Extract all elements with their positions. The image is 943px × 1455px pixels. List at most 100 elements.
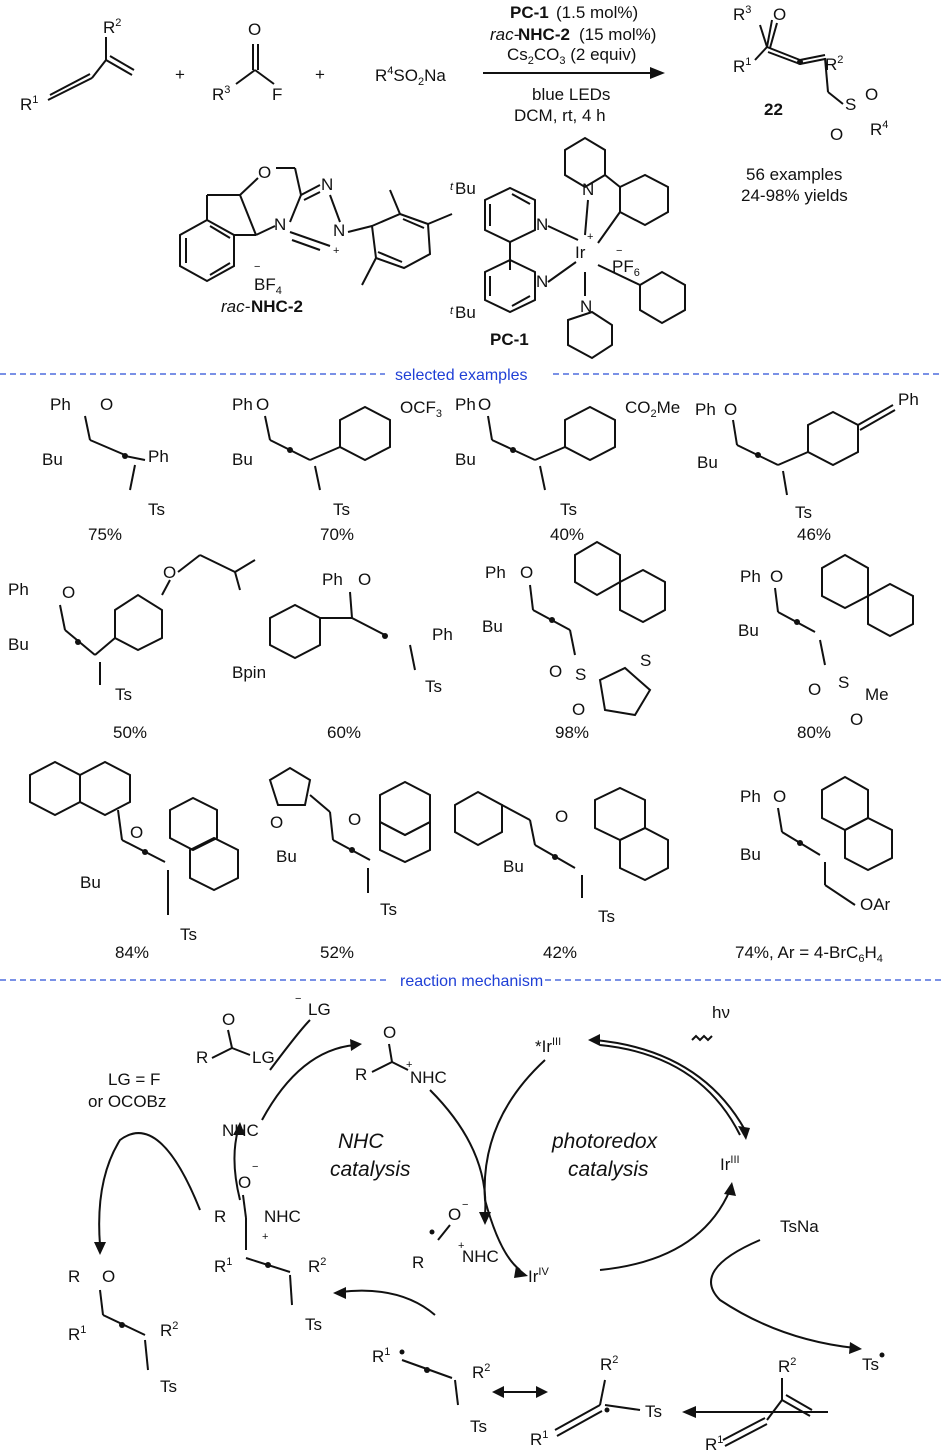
svg-text:Ts: Ts	[305, 1315, 322, 1334]
svg-text:O: O	[258, 163, 271, 182]
svg-text:Ph: Ph	[455, 395, 476, 414]
example-yield-7: 98%	[555, 723, 589, 742]
svg-text:+: +	[587, 231, 593, 243]
svg-text:O: O	[478, 395, 491, 414]
example-yield-3: 40%	[550, 525, 584, 544]
svg-text:t: t	[450, 181, 454, 193]
svg-text:N: N	[582, 180, 594, 199]
svg-text:O: O	[102, 1267, 115, 1286]
example-yield-4: 46%	[797, 525, 831, 544]
enyne-substrate-mechanism: R2 R1	[705, 1356, 813, 1454]
example-yield-1: 75%	[88, 525, 122, 544]
svg-text:Ts: Ts	[333, 500, 350, 519]
svg-text:−: −	[462, 1199, 468, 1211]
svg-text:R: R	[412, 1253, 424, 1272]
yield-range: 24-98% yields	[741, 186, 848, 205]
excited-iridium: *IrIII	[535, 1036, 561, 1056]
svg-text:Bu: Bu	[455, 450, 476, 469]
svg-text:Bpin: Bpin	[232, 663, 266, 682]
minus-charge: −	[295, 993, 301, 1005]
svg-text:t: t	[450, 305, 454, 317]
svg-text:R4: R4	[870, 119, 888, 139]
svg-text:Ts: Ts	[380, 900, 397, 919]
reaction-conditions: PC-1 (1.5 mol%) rac- NHC-2 (15 mol%) Cs2…	[490, 3, 656, 125]
ketyl-radical-intermediate: O − R + NHC	[412, 1199, 499, 1272]
svg-text:O: O	[448, 1205, 461, 1224]
svg-text:S: S	[640, 651, 651, 670]
nhc-cycle-label-1: NHC	[338, 1130, 384, 1153]
svg-text:O: O	[572, 700, 585, 719]
svg-text:O: O	[238, 1173, 251, 1192]
svg-text:Bu: Bu	[503, 857, 524, 876]
svg-text:−: −	[616, 245, 622, 257]
example-yield-8: 80%	[797, 723, 831, 742]
svg-text:Ts: Ts	[148, 500, 165, 519]
svg-text:O: O	[520, 563, 533, 582]
nhc-2-label: NHC-2	[251, 297, 303, 316]
examples-count: 56 examples	[746, 165, 842, 184]
svg-text:Ph: Ph	[485, 563, 506, 582]
pc-1-catalyst-structure: t Bu N N t Bu Ir + N N − PF6 PC-1	[450, 136, 686, 360]
svg-text:O: O	[549, 662, 562, 681]
plus-sign: +	[315, 65, 325, 84]
svg-text:Ph: Ph	[8, 580, 29, 599]
svg-text:Bu: Bu	[738, 621, 759, 640]
condition-pc1: PC-1	[510, 3, 549, 22]
condition-pc1-amount: (1.5 mol%)	[556, 3, 638, 22]
svg-text:Ph: Ph	[740, 567, 761, 586]
svg-text:R2: R2	[472, 1362, 490, 1382]
svg-text:Ts: Ts	[645, 1402, 662, 1421]
nhc-cycle-label-2: catalysis	[330, 1158, 411, 1181]
svg-text:F: F	[272, 85, 282, 104]
product-number: 22	[764, 100, 783, 119]
resonance-arrow	[492, 1386, 548, 1398]
tsna-arrowhead	[849, 1342, 862, 1354]
example-yield-10: 52%	[320, 943, 354, 962]
svg-text:+: +	[262, 1231, 268, 1243]
svg-text:O: O	[358, 570, 371, 589]
acyl-lg-structure: O R LG	[196, 1010, 275, 1067]
svg-text:Ts: Ts	[560, 500, 577, 519]
iridium-III: IrIII	[720, 1154, 740, 1174]
svg-text:R1: R1	[372, 1346, 390, 1366]
svg-text:Bu: Bu	[740, 845, 761, 864]
svg-text:N: N	[536, 272, 548, 291]
svg-text:Ts: Ts	[795, 503, 812, 522]
svg-text:S: S	[575, 665, 586, 684]
condition-rac: rac-	[490, 25, 520, 44]
svg-text:R1: R1	[20, 94, 38, 114]
svg-text:CO2Me: CO2Me	[625, 398, 680, 420]
ketyl-nhc: NHC	[462, 1247, 499, 1266]
acyl-azolium-structure: O R + NHC	[355, 1023, 447, 1087]
svg-text:Bu: Bu	[455, 303, 476, 322]
svg-text:O: O	[808, 680, 821, 699]
svg-text:Ts: Ts	[160, 1377, 177, 1396]
example-yield-11: 42%	[543, 943, 577, 962]
intermediate-nhc: NHC	[264, 1207, 301, 1226]
condition-base: Cs2CO3 (2 equiv)	[507, 45, 636, 67]
svg-text:R2: R2	[160, 1320, 178, 1340]
svg-text:Bu: Bu	[8, 635, 29, 654]
svg-text:O: O	[100, 395, 113, 414]
svg-text:Bu: Bu	[482, 617, 503, 636]
svg-text:N: N	[580, 297, 592, 316]
svg-text:Ph: Ph	[50, 395, 71, 414]
plus-sign: +	[175, 65, 185, 84]
svg-text:Bu: Bu	[455, 179, 476, 198]
svg-text:R2: R2	[308, 1256, 326, 1276]
breslow-type-intermediate: O − R NHC + R1 R2 Ts	[214, 1161, 326, 1334]
svg-text:O: O	[248, 20, 261, 39]
nhc-2-catalyst-structure: O N N N + − BF4 rac- NHC-2	[179, 163, 453, 316]
bf4-counterion: BF4	[254, 275, 282, 297]
svg-text:O: O	[62, 583, 75, 602]
light-label: hν	[712, 1003, 730, 1022]
svg-text:O: O	[724, 400, 737, 419]
svg-text:Ph: Ph	[232, 395, 253, 414]
svg-text:+: +	[406, 1059, 412, 1071]
